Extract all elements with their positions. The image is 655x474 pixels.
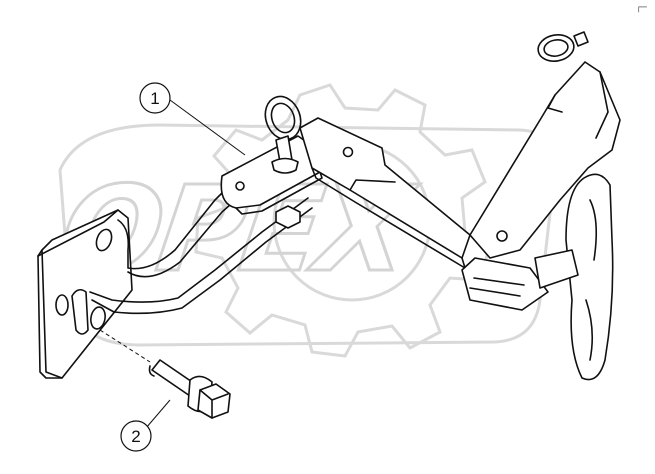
lever-jaw: [461, 257, 549, 311]
linkage-bar-step: [349, 179, 396, 191]
bracket-arm-outer: [117, 179, 236, 270]
bracket-arm-inner: [127, 195, 241, 278]
callout-1-leader: [169, 99, 246, 156]
mounting-plate: [37, 209, 133, 379]
watermark-gear-outline: [194, 83, 492, 358]
corner-mark: ┌─: [636, 3, 647, 13]
mounting-plate-face: [41, 209, 133, 379]
lever-pin-ring: [537, 34, 575, 62]
bracket-arm: [89, 179, 313, 315]
mounting-plate-hole-top: [95, 228, 113, 252]
linkage-bar-hole: [342, 146, 354, 158]
upper-bracket-plate: [220, 95, 323, 229]
mounting-plate-lower-slot: [71, 288, 89, 335]
lever-pin-head: [573, 31, 589, 47]
mounting-plate-edge: [37, 249, 63, 379]
bolt-hex-head: [197, 383, 231, 419]
mounting-plate-hole-left: [55, 294, 69, 316]
lever-hole: [496, 230, 508, 242]
upper-plate-edge: [235, 171, 323, 215]
callout-1-circle: [139, 82, 171, 114]
mounting-plate-hole-right: [90, 306, 106, 330]
linkage-bar-face: [311, 167, 466, 269]
callout-2[interactable]: 2: [120, 420, 152, 452]
hitch-pin-ring: [264, 95, 302, 141]
bracket-rod-lower-b: [91, 207, 313, 315]
lever-jaw-slot: [469, 277, 525, 297]
lever-arm-edge: [547, 71, 609, 139]
upper-plate-hole: [235, 181, 245, 191]
flange-bolt: [148, 359, 231, 419]
lever-pin-ring-inner: [543, 39, 569, 57]
callout-2-circle: [120, 420, 152, 452]
bolt-hex-face: [199, 389, 229, 419]
callout-2-leader: [145, 399, 171, 429]
t-handle-stem: [534, 249, 579, 289]
callout-1-number: 1: [150, 89, 159, 108]
hitch-nut: [275, 205, 301, 229]
hitch-pin-head: [271, 157, 299, 174]
hitch-pin-ring-inner: [270, 102, 296, 134]
mounting-plate-edge-top: [37, 209, 119, 257]
bolt-alignment-line: [99, 329, 151, 363]
bolt-thread-tip: [148, 365, 155, 377]
lever-assembly: [461, 31, 621, 381]
t-handle-knob: [565, 173, 614, 381]
callout-1[interactable]: 1: [139, 82, 171, 114]
bracket-rod-lower: [89, 197, 309, 303]
callout-2-number: 2: [131, 427, 140, 446]
t-handle-detail: [585, 199, 598, 361]
